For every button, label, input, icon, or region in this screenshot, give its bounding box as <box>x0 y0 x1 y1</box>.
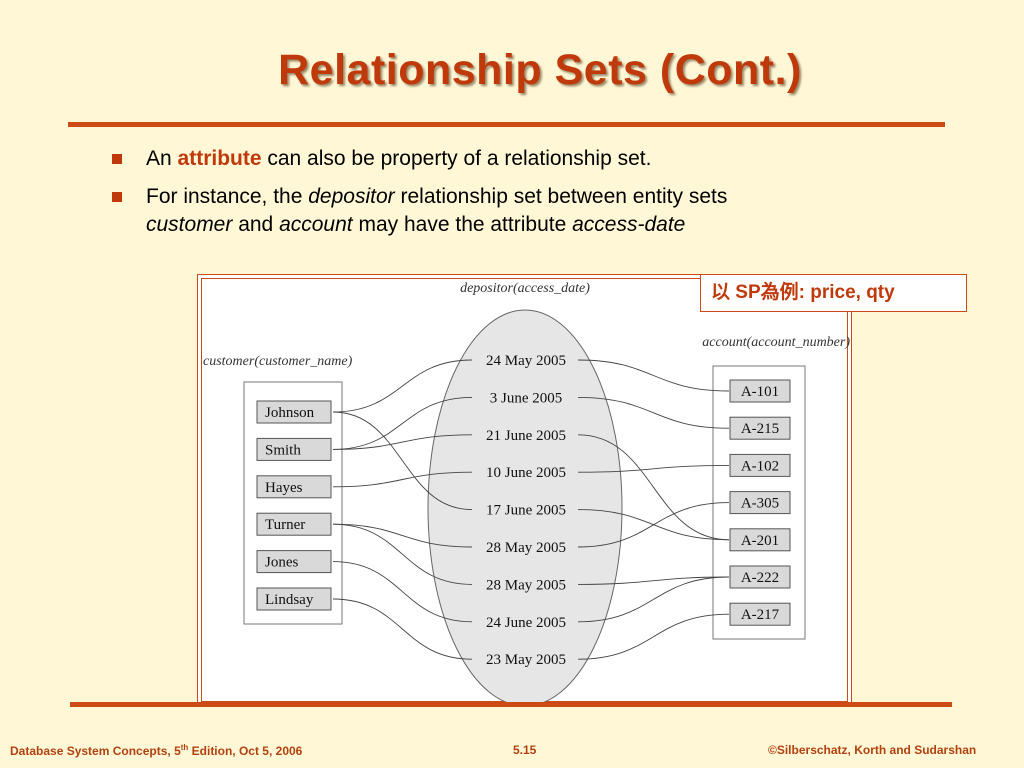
bullet-1-post: can also be property of a relationship s… <box>261 147 652 170</box>
customer-entry-box <box>256 587 332 611</box>
access-date-entry: 28 May 2005 <box>486 577 566 593</box>
bullet-2-text: and <box>232 213 280 236</box>
square-bullet-icon <box>112 154 122 164</box>
bullet-1-accent: attribute <box>177 147 262 170</box>
access-date-entry: 21 June 2005 <box>486 428 566 444</box>
account-entry-box <box>729 602 791 626</box>
footer-left-a: Database System Concepts, 5 <box>10 744 181 758</box>
date-account-link <box>577 576 730 585</box>
date-account-link <box>577 464 730 473</box>
customer-date-link <box>332 598 473 660</box>
customer-entry: Smith <box>265 442 301 458</box>
footer-page-number: 5.15 <box>513 743 537 757</box>
account-entry: A-201 <box>741 533 779 549</box>
customer-entry-box <box>256 400 332 424</box>
slide-title: Relationship Sets (Cont.) <box>278 46 802 94</box>
account-entry: A-101 <box>741 384 779 400</box>
footer-left-sup: th <box>180 743 189 752</box>
footer-copyright: ©Silberschatz, Korth and Sudarshan <box>768 743 977 757</box>
access-date-entry: 24 June 2005 <box>486 615 566 631</box>
customer-entry-box <box>256 550 332 574</box>
title-divider <box>68 122 945 127</box>
account-entry: A-222 <box>741 570 779 586</box>
customer-entry-box <box>256 512 332 536</box>
footer-book-info: Database System Concepts, 5th Edition, O… <box>10 743 302 758</box>
account-entry: A-102 <box>741 458 779 474</box>
access-date-entry: 28 May 2005 <box>486 540 566 556</box>
date-account-link <box>577 396 730 429</box>
date-account-link <box>577 434 730 541</box>
account-entry-box <box>729 565 791 589</box>
customer-entry: Jones <box>265 555 298 571</box>
date-account-link <box>577 613 730 660</box>
access-date-entry: 3 June 2005 <box>490 390 563 406</box>
account-entry: A-217 <box>741 607 780 623</box>
link-lines <box>332 359 730 660</box>
bullet-2-text: For instance, the <box>146 185 309 208</box>
account-entry: A-215 <box>741 421 779 437</box>
customer-entry: Turner <box>265 517 305 533</box>
customer-date-link <box>332 561 473 623</box>
customer-entry: Hayes <box>265 480 303 496</box>
customer-date-link <box>332 411 473 511</box>
footer-left-b: Edition, Oct 5, 2006 <box>188 744 303 758</box>
customer-date-link <box>332 359 473 413</box>
access-date-entry: 10 June 2005 <box>486 465 566 481</box>
bullet-2-account: account <box>279 213 353 236</box>
access-date-entry: 23 May 2005 <box>486 652 566 668</box>
date-account-link <box>577 502 730 548</box>
customer-date-link <box>332 523 473 548</box>
access-date-entry: 24 May 2005 <box>486 353 566 369</box>
bullet-1-pre: An <box>146 147 178 170</box>
customer-date-link <box>332 471 473 488</box>
account-entry-box <box>729 491 791 515</box>
bullet-2-text: relationship set between entity sets <box>394 185 728 208</box>
bullet-2-customer: customer <box>146 213 233 236</box>
date-list: 24 May 2005 3 June 2005 21 June 2005 10 Jun… <box>486 353 566 668</box>
customer-entity-label: customer(customer_name) <box>203 354 353 369</box>
account-entry: A-305 <box>741 496 779 512</box>
annotation-note: 以 SP為例: price, qty <box>700 274 967 312</box>
customer-date-link <box>332 523 473 585</box>
account-entry-box <box>729 453 791 477</box>
customer-entry: Lindsay <box>265 592 314 608</box>
square-bullet-icon <box>112 192 122 202</box>
account-entry-box <box>729 528 791 552</box>
customer-date-link <box>332 396 473 450</box>
bullet-2-depositor: depositor <box>308 185 395 208</box>
date-account-link <box>577 576 730 623</box>
footer-divider <box>70 702 952 707</box>
account-entity-label: account(account_number) <box>702 335 850 350</box>
customer-date-link <box>332 434 473 450</box>
relationship-label: depositor(access_date) <box>460 281 590 296</box>
access-date-entry: 17 June 2005 <box>486 503 566 519</box>
bullet-2-access-date: access-date <box>572 213 686 236</box>
date-account-link <box>577 359 730 392</box>
bullet-2-text: may have the attribute <box>352 213 573 236</box>
account-entry-box <box>729 416 791 440</box>
customer-entry-box <box>256 475 332 499</box>
customer-entry: Johnson <box>265 405 315 421</box>
customer-entry-box <box>256 437 332 461</box>
account-entry-box <box>729 379 791 403</box>
